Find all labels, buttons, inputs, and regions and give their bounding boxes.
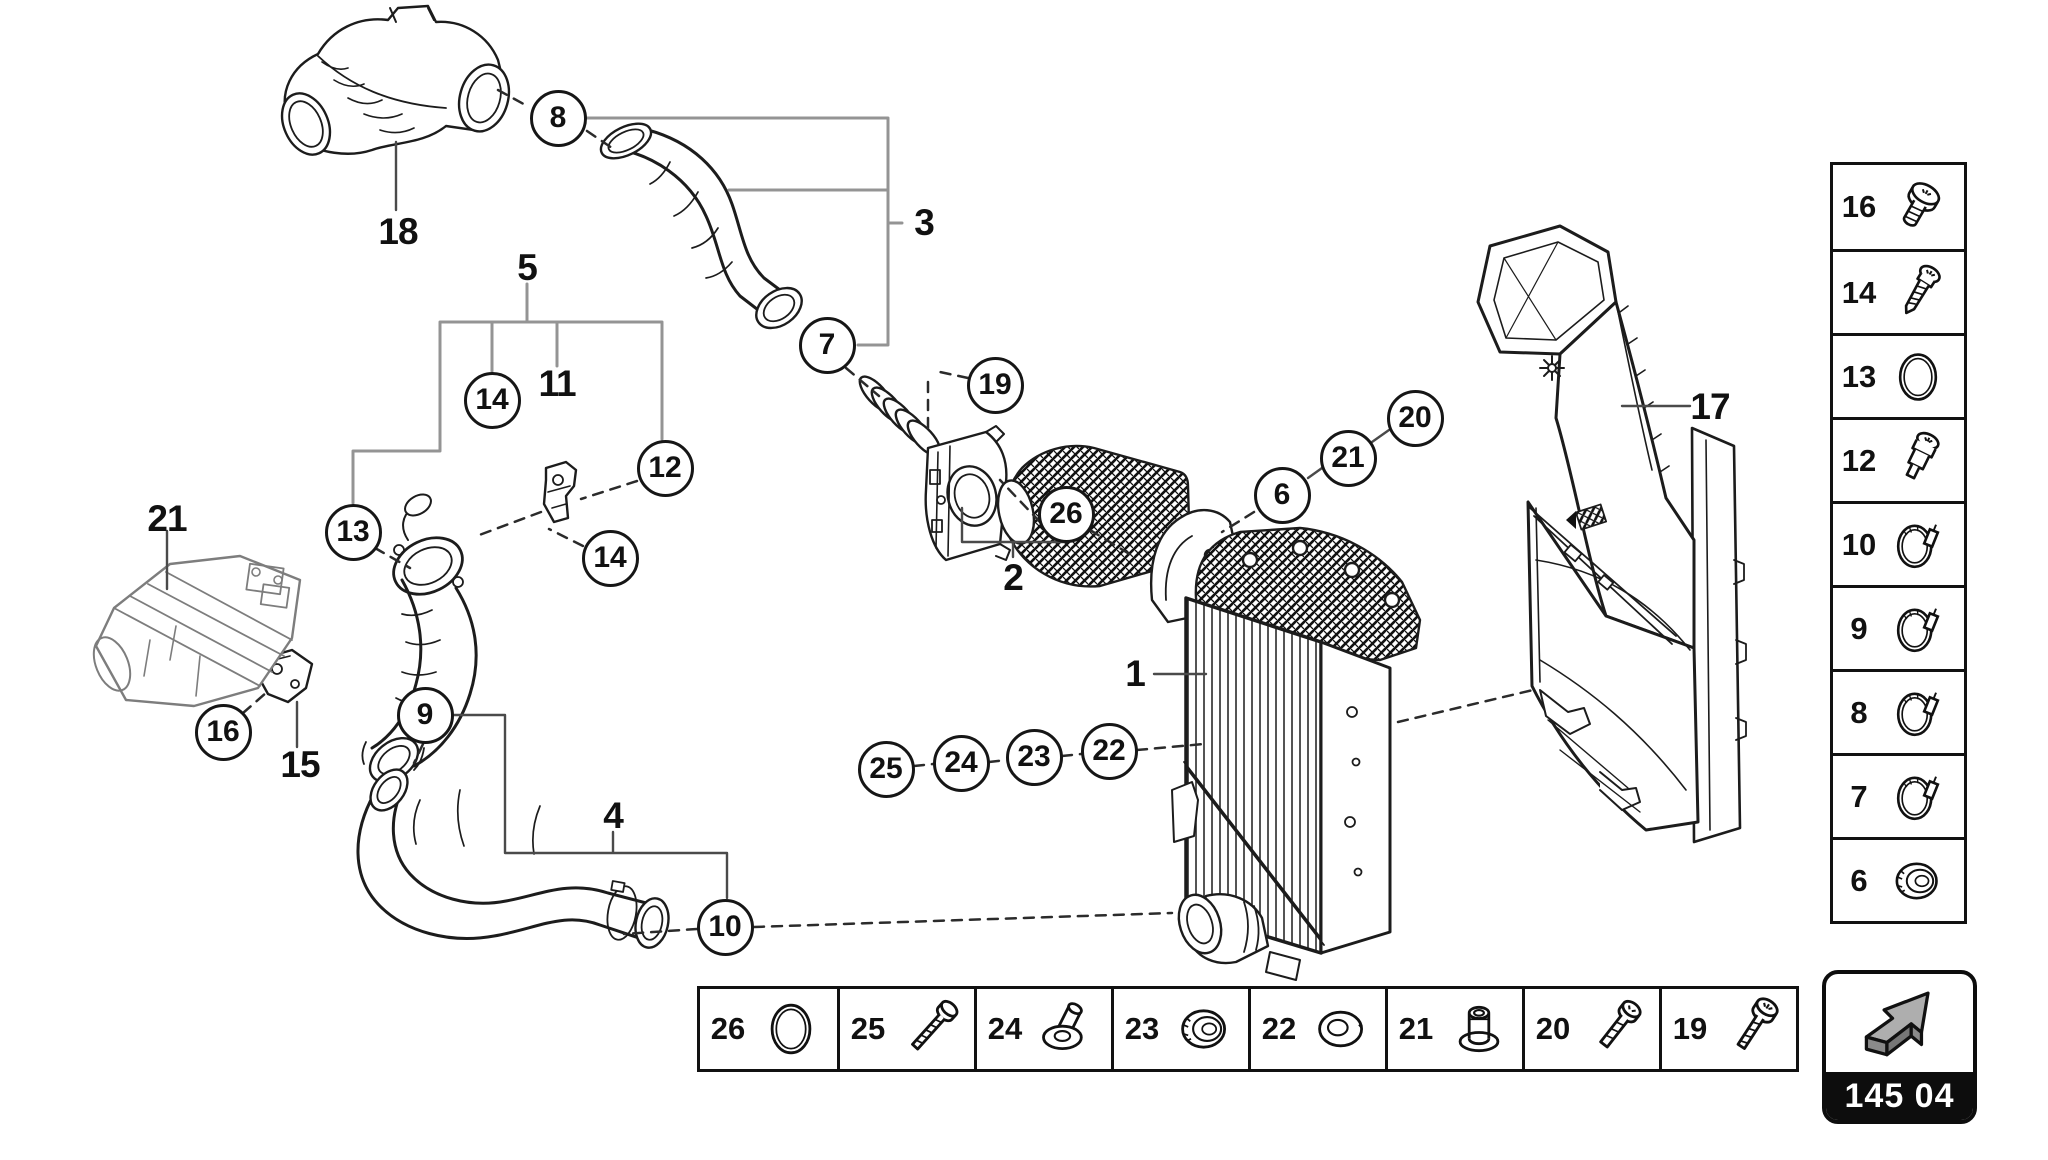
callout-circle-22[interactable]: 22 [1080,722,1138,780]
callout-circle-8[interactable]: 8 [529,89,587,147]
legend-number: 10 [1841,526,1877,562]
legend-number: 6 [1850,862,1868,898]
diagram-code: 145 04 [1844,1077,1955,1115]
fastener-strip: 26 25 24 23 22 21 20 19 [697,986,1799,1072]
legend-row-13[interactable]: 13 [1833,333,1964,417]
callout-circle-7[interactable]: 7 [798,316,856,374]
callout-circle-21[interactable]: 21 [1319,429,1377,487]
part-21-manifold-assembly [92,554,302,708]
strip-number: 23 [1124,1011,1160,1046]
legend-row-8[interactable]: 8 [1833,669,1964,753]
legend-number: 16 [1841,189,1877,224]
strip-cell-25[interactable]: 25 [837,989,974,1069]
part-number-label-18: 18 [378,211,418,252]
callout-circle-14[interactable]: 14 [463,371,521,429]
badge-code-band: 145 04 [1826,1072,1973,1120]
hose-clamp-icon [1885,592,1951,666]
callout-circle-6[interactable]: 6 [1253,466,1311,524]
part-number-label-1: 1 [1125,653,1146,694]
part-number-label-2: 2 [1003,557,1024,598]
legend-number: 14 [1841,274,1877,310]
legend-row-12[interactable]: 12 [1833,417,1964,501]
part-number-label-17: 17 [1690,386,1730,427]
intercooler-inlet-scoop [996,444,1192,588]
callout-circle-19[interactable]: 19 [966,356,1024,414]
rubber-damper-icon [1170,992,1240,1066]
strip-cell-23[interactable]: 23 [1111,989,1248,1069]
leader-lines [165,116,1692,900]
dashed-connectors [241,88,1535,936]
hose-clamp-icon [1885,760,1951,834]
legend-number: 9 [1850,610,1868,646]
callout-circle-14[interactable]: 14 [581,529,639,587]
washer-icon [1307,992,1377,1066]
tapping-screw-icon [1885,256,1951,330]
part-number-label-4: 4 [603,795,624,836]
callout-circle-23[interactable]: 23 [1005,728,1063,786]
strip-cell-22[interactable]: 22 [1248,989,1385,1069]
strip-cell-19[interactable]: 19 [1659,989,1796,1069]
rubber-damper-icon [1885,844,1951,918]
legend-number: 7 [1850,778,1868,814]
part-1-intercooler [1150,509,1422,981]
callout-circle-25[interactable]: 25 [857,740,915,798]
part-number-label-15: 15 [280,744,320,785]
o-ring-icon [1885,340,1951,414]
legend-column: 16 14 13 12 10 9 8 7 6 [1830,162,1967,924]
part-3-charge-air-hose [599,122,803,330]
part-4-lower-hose [356,768,670,949]
strip-cell-24[interactable]: 24 [974,989,1111,1069]
legend-number: 13 [1841,358,1877,394]
direction-arrow-icon [1864,991,1930,1057]
strip-number: 25 [850,1011,886,1046]
part-18-corrugated-duct [280,4,511,156]
part-5-pipe-assembly [361,493,478,784]
strip-cell-21[interactable]: 21 [1385,989,1522,1069]
strip-number: 24 [987,1011,1023,1046]
legend-row-7[interactable]: 7 [1833,753,1964,837]
callout-circle-20[interactable]: 20 [1386,389,1444,447]
part-number-label-21: 21 [147,498,187,539]
legend-number: 8 [1850,694,1868,730]
diagram-code-badge[interactable]: 145 04 [1822,970,1977,1124]
hose-clamp-icon [1885,676,1951,750]
callout-circle-24[interactable]: 24 [932,734,990,792]
flanged-bushing-icon [1444,992,1514,1066]
part-17-air-guide-duct [1476,224,1747,844]
long-screw-icon [896,992,966,1066]
torx-pan-screw-icon [1885,170,1951,244]
funnel-nut-icon [1033,992,1103,1066]
stepped-plug-icon [1885,424,1951,498]
strip-number: 26 [710,1011,746,1046]
pan-screw-icon [1581,992,1651,1066]
legend-row-14[interactable]: 14 [1833,249,1964,333]
part-2-connector-assembly [858,375,1011,562]
torx-bolt-icon [1718,992,1788,1066]
legend-row-10[interactable]: 10 [1833,501,1964,585]
callout-circle-10[interactable]: 10 [696,898,754,956]
hose-clamp-icon [1885,508,1951,582]
legend-row-9[interactable]: 9 [1833,585,1964,669]
strip-number: 21 [1398,1011,1434,1046]
legend-row-16[interactable]: 16 [1833,165,1964,249]
callout-circle-13[interactable]: 13 [324,503,382,561]
callout-circle-26[interactable]: 26 [1037,485,1095,543]
callout-circle-12[interactable]: 12 [636,439,694,497]
duct-direction-mark [1539,355,1565,381]
legend-row-6[interactable]: 6 [1833,837,1964,921]
strip-number: 19 [1672,1011,1708,1046]
strip-number: 22 [1261,1011,1297,1046]
part-number-label-3: 3 [914,202,935,243]
strip-cell-20[interactable]: 20 [1522,989,1659,1069]
strip-cell-26[interactable]: 26 [700,989,837,1069]
part-number-label-5: 5 [517,247,538,288]
part-11-sensor [542,460,578,524]
legend-number: 12 [1841,442,1877,478]
strip-number: 20 [1535,1011,1571,1046]
part-number-label-11: 11 [538,363,576,404]
callout-circle-9[interactable]: 9 [396,686,454,744]
callout-circle-16[interactable]: 16 [194,703,252,761]
o-ring-icon [756,992,826,1066]
